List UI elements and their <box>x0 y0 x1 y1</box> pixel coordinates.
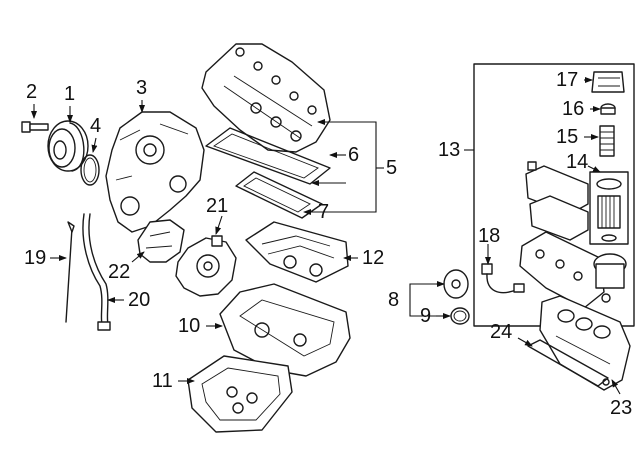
callout-23: 23 <box>610 397 633 419</box>
leader-lines <box>31 77 621 395</box>
callout-9: 9 <box>420 305 432 327</box>
head-gasket-part <box>205 127 331 185</box>
intake-manifold-part <box>539 295 631 391</box>
sensor-part <box>481 263 525 294</box>
callout-2: 2 <box>26 81 38 103</box>
oil-pan-upper-part <box>219 283 351 377</box>
callout-6: 6 <box>348 144 360 166</box>
small-o-ring-part <box>600 103 616 115</box>
callout-11: 11 <box>152 370 173 392</box>
callout-7: 7 <box>318 201 330 223</box>
callout-14: 14 <box>566 151 589 173</box>
callout-16: 16 <box>562 98 585 120</box>
callout-17: 17 <box>556 69 579 91</box>
callout-15: 15 <box>556 126 579 148</box>
water-pump-part <box>175 235 237 297</box>
callout-19: 19 <box>24 247 47 269</box>
filter-cap-part <box>591 71 625 93</box>
crank-pulley-part <box>47 120 89 172</box>
callout-20: 20 <box>128 289 151 311</box>
bolt-part <box>21 121 49 133</box>
manifold-gasket-part <box>527 339 610 387</box>
callout-12: 12 <box>362 247 385 269</box>
seal-ring-part <box>450 307 470 325</box>
callout-22: 22 <box>108 261 131 283</box>
lower-gasket-part <box>235 171 323 219</box>
callout-13: 13 <box>438 139 461 161</box>
callout-24: 24 <box>490 321 513 343</box>
callout-21: 21 <box>206 195 229 217</box>
callout-1: 1 <box>64 83 76 105</box>
filter-element-part <box>599 125 615 157</box>
dipstick-part <box>65 221 75 323</box>
filter-cartridge-box <box>589 171 629 245</box>
o-ring-part <box>80 154 100 186</box>
cover-plate-part <box>443 269 469 299</box>
dipstick-tube-part <box>82 213 111 331</box>
callout-5: 5 <box>386 157 398 179</box>
timing-cover-part <box>105 111 205 233</box>
callout-8: 8 <box>388 289 400 311</box>
oil-pan-part <box>187 355 293 433</box>
filter-cartridge-part <box>596 178 622 242</box>
callout-18: 18 <box>478 225 501 247</box>
filter-housing-part <box>519 161 627 309</box>
callout-4: 4 <box>90 115 102 137</box>
callout-3: 3 <box>136 77 148 99</box>
cylinder-head-part <box>201 43 331 153</box>
baffle-part <box>245 221 349 283</box>
callout-10: 10 <box>178 315 201 337</box>
